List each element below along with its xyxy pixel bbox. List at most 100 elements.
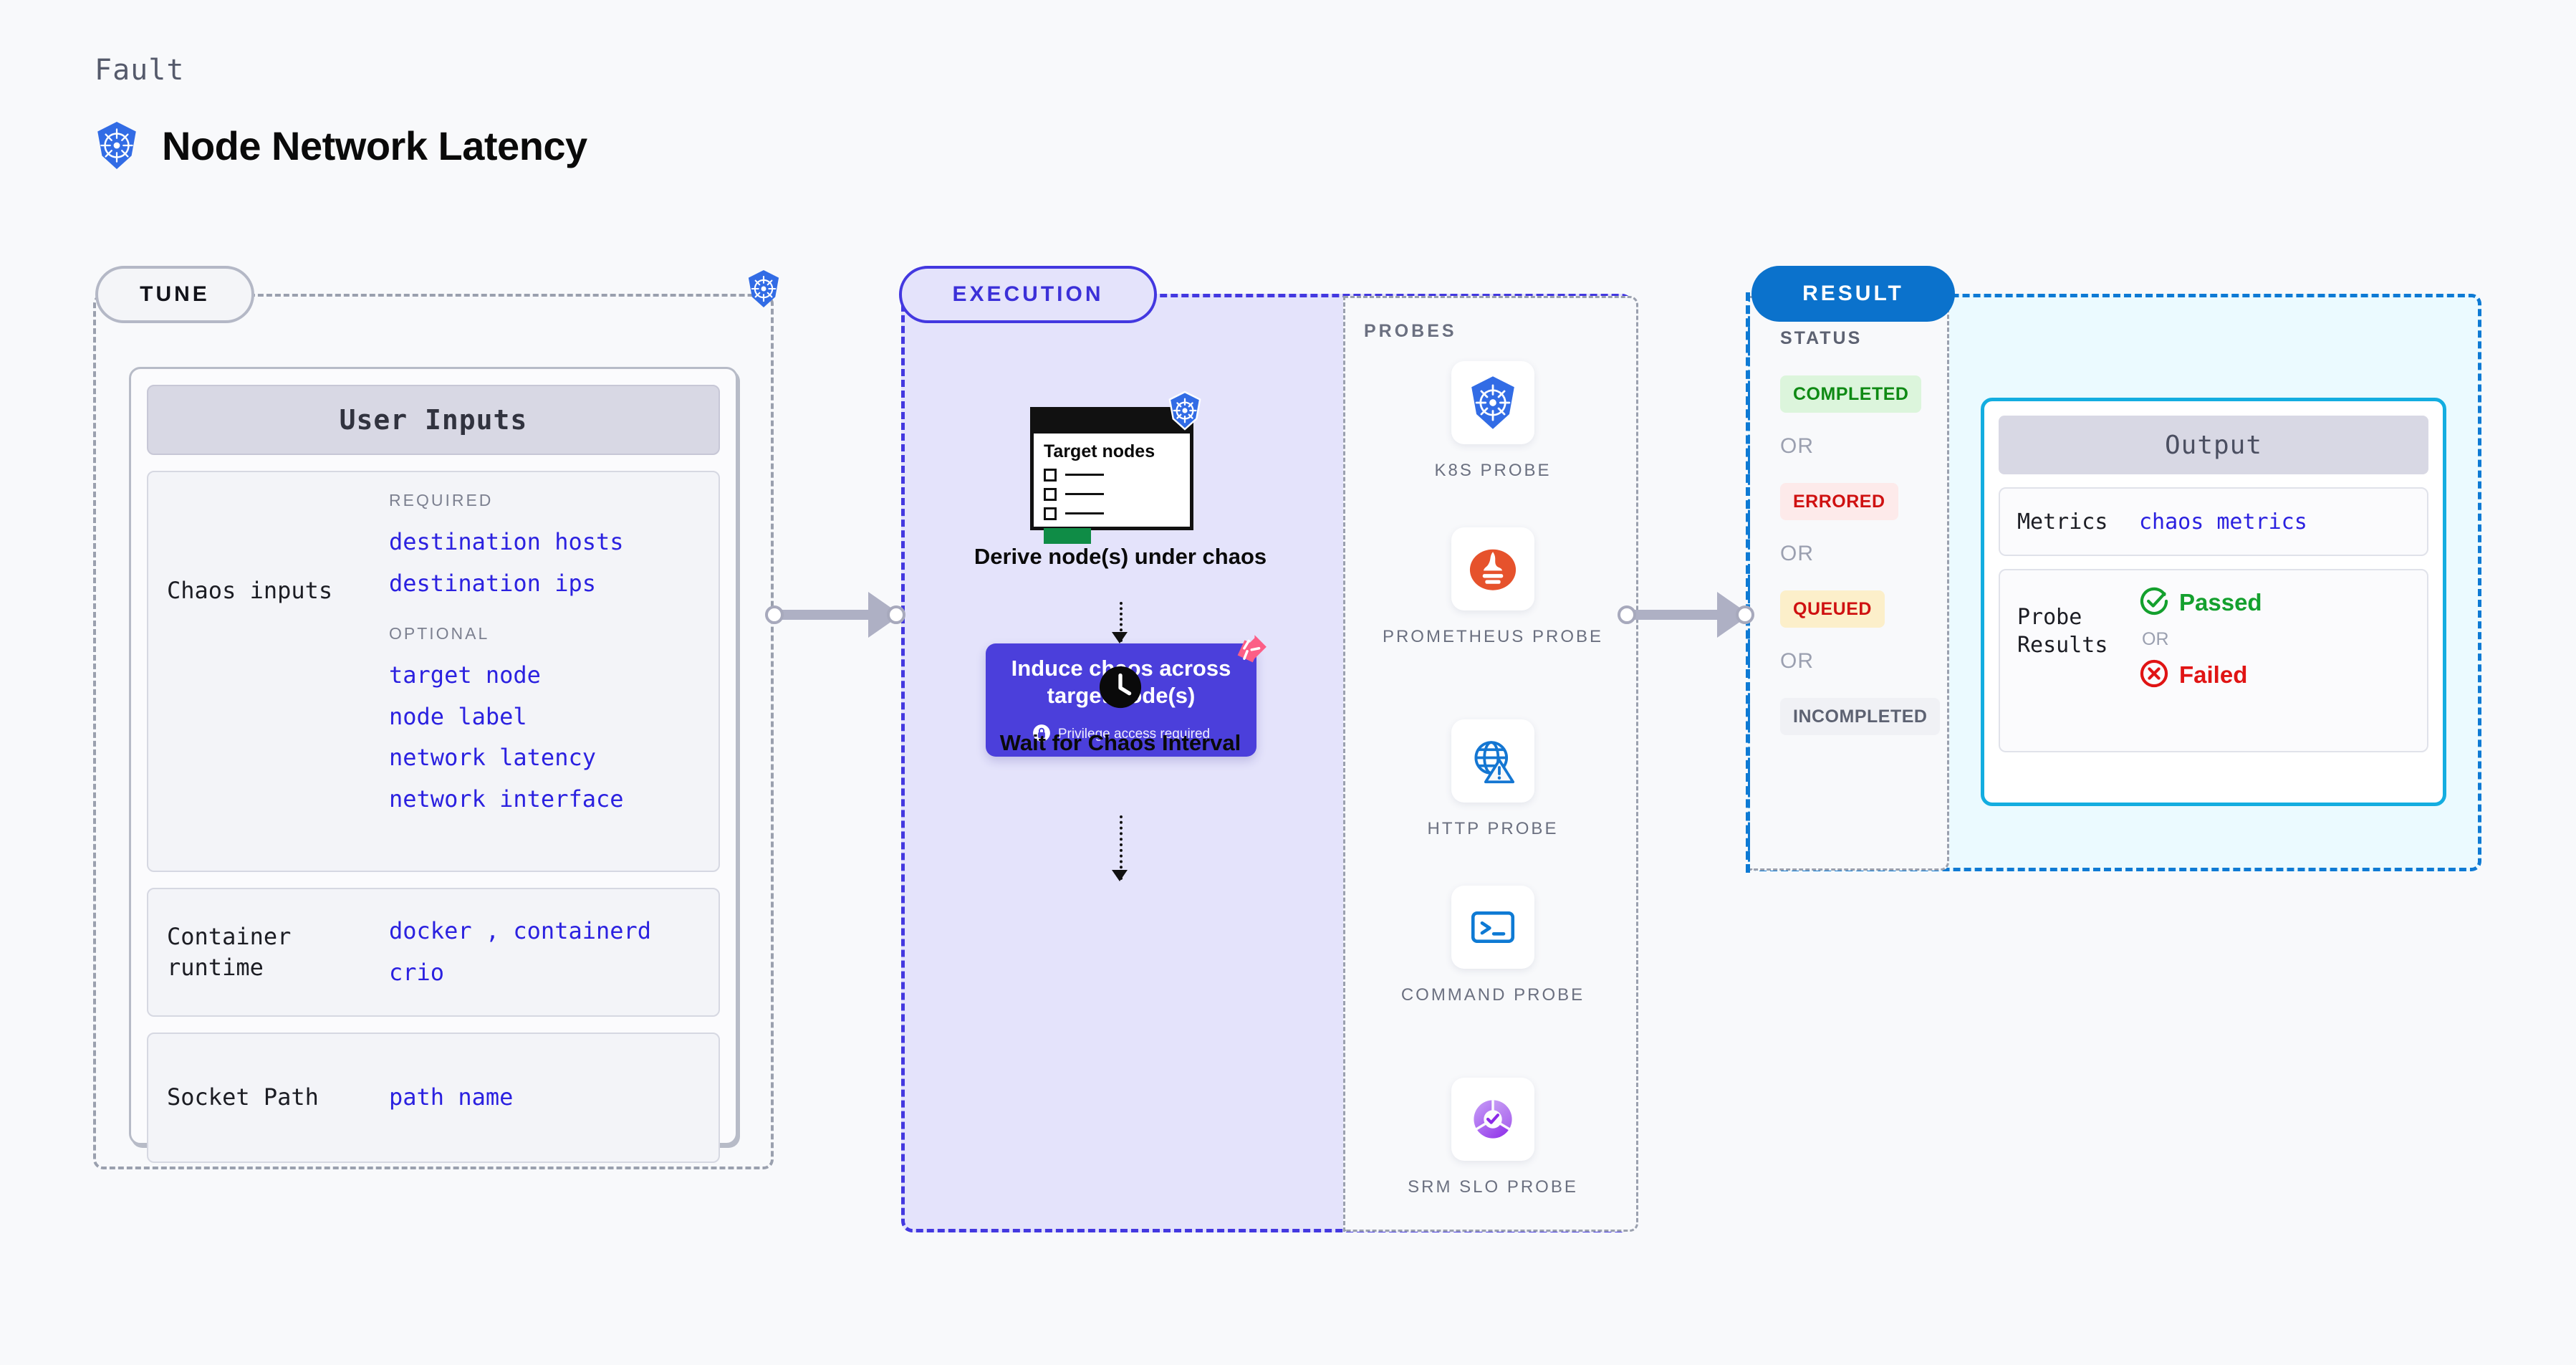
result-panel-left-edge xyxy=(1746,292,1750,873)
wait-interval-caption: Wait for Chaos Interval xyxy=(999,730,1241,755)
user-inputs-title: User Inputs xyxy=(147,385,720,455)
user-inputs-card: User Inputs Chaos inputs REQUIRED destin… xyxy=(129,367,738,1163)
socket-path-row: Socket Path path name xyxy=(147,1033,720,1163)
probe-prometheus-label: PROMETHEUS PROBE xyxy=(1382,627,1604,646)
probe-results-values: Passed OR Failed xyxy=(2139,586,2262,691)
tune-panel xyxy=(93,294,774,1169)
connector-end-dot xyxy=(1736,605,1754,624)
socket-path-value[interactable]: path name xyxy=(389,1083,514,1111)
status-badge-incompleted: INCOMPLETED xyxy=(1780,698,1941,735)
placeholder-line xyxy=(1065,474,1104,476)
probe-http[interactable]: HTTP PROBE xyxy=(1345,719,1640,841)
litmuschaos-icon xyxy=(1222,631,1269,681)
probes-subpanel: PROBES K8S PROBE xyxy=(1343,296,1638,1232)
target-card-body: Target nodes xyxy=(1034,434,1190,552)
status-badge-queued: QUEUED xyxy=(1780,590,1885,628)
probe-result-or: OR xyxy=(2142,629,2169,649)
check-circle-icon xyxy=(2139,586,2169,619)
metrics-row: Metrics chaos metrics xyxy=(1999,487,2428,556)
induce-chaos-step[interactable]: Induce chaos across target node(s) Privi… xyxy=(986,643,1256,757)
probe-srm-slo[interactable]: SRM SLO PROBE xyxy=(1345,1078,1640,1199)
kubernetes-icon xyxy=(745,269,782,312)
probe-command[interactable]: COMMAND PROBE xyxy=(1345,886,1640,1007)
status-badge-completed: COMPLETED xyxy=(1780,375,1922,413)
runtime-docker-containerd[interactable]: docker , containerd xyxy=(389,917,652,945)
failed-label: Failed xyxy=(2179,661,2248,688)
derive-nodes-caption: Derive node(s) under chaos xyxy=(974,544,1267,569)
stage-pill-result[interactable]: RESULT xyxy=(1751,266,1955,322)
connector-tune-to-execution xyxy=(765,592,905,638)
connector-line xyxy=(1634,610,1724,620)
status-or-1: OR xyxy=(1780,434,1814,458)
passed-label: Passed xyxy=(2179,589,2262,616)
output-title: Output xyxy=(1999,416,2428,474)
probe-k8s-label: K8S PROBE xyxy=(1434,461,1552,480)
input-network-interface[interactable]: network interface xyxy=(389,785,624,813)
probe-command-label: COMMAND PROBE xyxy=(1400,985,1585,1005)
execution-flow: Target nodes xyxy=(901,294,1340,1232)
status-subpanel: STATUS COMPLETED OR ERRORED OR QUEUED OR… xyxy=(1750,296,1949,871)
checkbox-icon xyxy=(1044,487,1057,501)
status-title: STATUS xyxy=(1780,328,1863,348)
container-runtime-row: Container runtime docker , containerd cr… xyxy=(147,888,720,1017)
runtime-crio[interactable]: crio xyxy=(389,959,445,986)
status-or-3: OR xyxy=(1780,649,1814,673)
status-badge-errored: ERRORED xyxy=(1780,483,1898,520)
target-node-row xyxy=(1044,468,1180,482)
container-runtime-values: docker , containerd crio xyxy=(389,911,700,993)
wait-icon-wrap xyxy=(901,665,1340,712)
input-network-latency[interactable]: network latency xyxy=(389,744,596,772)
privilege-note-text: Privilege access required xyxy=(1057,726,1211,742)
http-globe-warning-icon xyxy=(1451,719,1534,803)
x-circle-icon xyxy=(2139,658,2169,691)
status-or-2: OR xyxy=(1780,542,1814,565)
chaos-inputs-label: Chaos inputs xyxy=(167,577,333,604)
clock-icon xyxy=(1098,665,1143,712)
probe-k8s[interactable]: K8S PROBE xyxy=(1345,361,1640,483)
placeholder-line xyxy=(1065,493,1104,495)
required-group-title: REQUIRED xyxy=(389,491,494,509)
chaos-inputs-values: REQUIRED destination hosts destination i… xyxy=(389,491,700,820)
lock-icon xyxy=(1032,724,1051,745)
checkbox-icon xyxy=(1044,507,1057,520)
prometheus-icon xyxy=(1451,527,1534,610)
probes-title: PROBES xyxy=(1364,321,1457,341)
probe-prometheus[interactable]: PROMETHEUS PROBE xyxy=(1345,527,1640,649)
metrics-value[interactable]: chaos metrics xyxy=(2139,509,2307,535)
kubernetes-icon xyxy=(1166,391,1203,434)
connector-execution-to-result xyxy=(1618,592,1754,638)
stage-pill-tune[interactable]: TUNE xyxy=(95,266,254,323)
srm-slo-icon xyxy=(1451,1078,1534,1161)
input-target-node[interactable]: target node xyxy=(389,661,541,689)
placeholder-line xyxy=(1065,512,1104,514)
target-node-row xyxy=(1044,487,1180,501)
target-card-titlebar xyxy=(1034,411,1190,434)
fault-eyebrow-label: Fault xyxy=(95,54,185,87)
stage-pill-execution[interactable]: EXECUTION xyxy=(899,266,1157,323)
output-card: Output Metrics chaos metrics Probe Resul… xyxy=(1981,398,2446,806)
probe-results-label: Probe Results xyxy=(2017,605,2108,658)
kubernetes-icon xyxy=(93,120,140,171)
container-runtime-label: Container runtime xyxy=(167,922,292,981)
probe-result-failed: Failed xyxy=(2139,658,2262,691)
input-destination-ips[interactable]: destination ips xyxy=(389,569,596,597)
metrics-label: Metrics xyxy=(2017,509,2108,535)
page-title-row: Node Network Latency xyxy=(93,120,587,171)
connector-start-dot xyxy=(765,605,784,624)
connector-end-dot xyxy=(887,605,905,624)
input-node-label[interactable]: node label xyxy=(389,702,527,730)
optional-group-title: OPTIONAL xyxy=(389,624,490,643)
input-destination-hosts[interactable]: destination hosts xyxy=(389,528,624,555)
status-bar-indicator xyxy=(1044,527,1091,544)
probe-results-row: Probe Results Passed OR xyxy=(1999,569,2428,752)
connector-line xyxy=(782,610,875,620)
kubernetes-icon xyxy=(1451,361,1534,444)
result-panel: STATUS COMPLETED OR ERRORED OR QUEUED OR… xyxy=(1748,294,2481,871)
target-node-row xyxy=(1044,507,1180,520)
probe-srm-slo-label: SRM SLO PROBE xyxy=(1408,1177,1578,1197)
socket-path-label: Socket Path xyxy=(167,1083,319,1111)
chaos-inputs-row: Chaos inputs REQUIRED destination hosts … xyxy=(147,471,720,872)
privilege-note: Privilege access required xyxy=(1032,724,1210,745)
execution-panel: PROBES K8S PROBE xyxy=(901,294,1638,1232)
